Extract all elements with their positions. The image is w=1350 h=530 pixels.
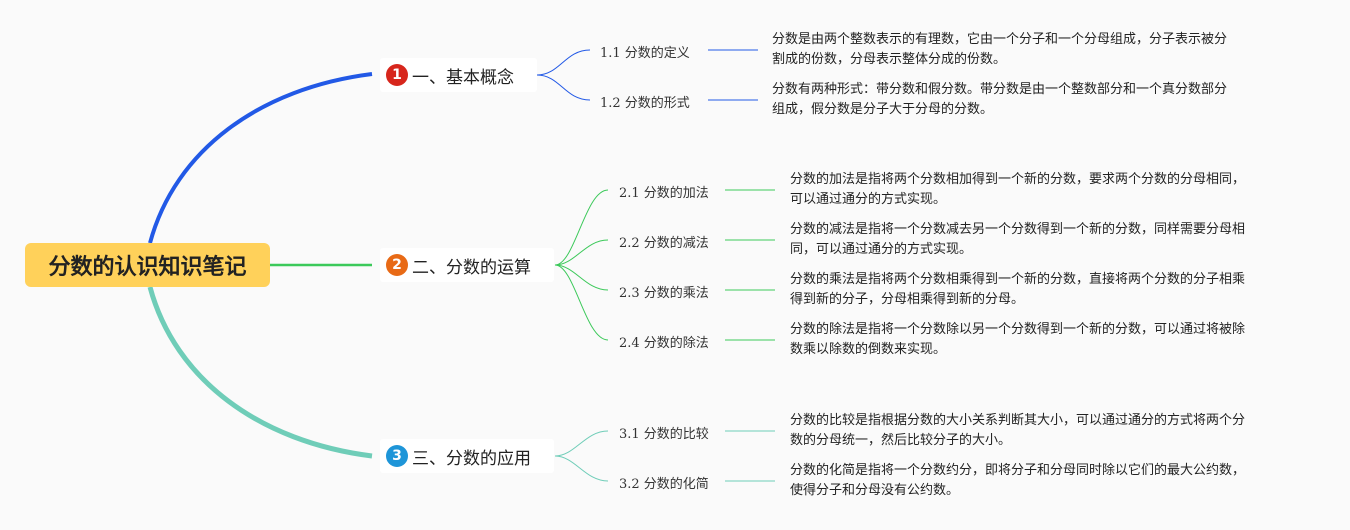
description-2-3[interactable]: 分数的乘法是指将两个分数相乘得到一个新的分数，直接将两个分数的分子相乘 得到新的… [790, 272, 1246, 307]
connector-root-branch3 [147, 286, 373, 459]
description-2-4[interactable]: 分数的除法是指将一个分数除以另一个分数得到一个新的分数，可以通过将被除 数乘以除… [790, 322, 1246, 357]
branch-label: 一、基本概念 [412, 67, 514, 88]
subtopic-2-1[interactable]: 2.1 分数的加法 [619, 186, 709, 201]
branch-basic-concepts[interactable]: 1 一、基本概念 [380, 58, 537, 92]
branch-applications[interactable]: 3 三、分数的应用 [380, 439, 554, 473]
number-badge-icon: 1 [386, 64, 408, 86]
connector-b2-c1 [554, 189, 609, 266]
subtopic-2-3[interactable]: 2.3 分数的乘法 [619, 286, 709, 301]
subtopic-3-1[interactable]: 3.1 分数的比较 [619, 427, 709, 442]
branch-operations[interactable]: 2 二、分数的运算 [380, 248, 554, 282]
subtopic-1-1[interactable]: 1.1 分数的定义 [600, 46, 690, 61]
root-title: 分数的认识知识笔记 [48, 255, 247, 280]
connector-b2-c2 [554, 239, 609, 266]
connector-b2-c3 [554, 264, 609, 291]
branch-label: 三、分数的应用 [412, 448, 531, 469]
number-badge-icon: 3 [386, 445, 408, 467]
connector-b1-c1 [536, 49, 591, 76]
subtopic-2-2[interactable]: 2.2 分数的减法 [619, 236, 709, 251]
description-1-1[interactable]: 分数是由两个整数表示的有理数，它由一个分子和一个分母组成，分子表示被分 割成的份… [772, 32, 1228, 67]
subtopic-2-4[interactable]: 2.4 分数的除法 [619, 336, 709, 351]
description-2-2[interactable]: 分数的减法是指将一个分数减去另一个分数得到一个新的分数，同样需要分母相 同，可以… [790, 222, 1246, 257]
connector-b1-c2 [536, 74, 591, 101]
subtopic-3-2[interactable]: 3.2 分数的化简 [619, 477, 709, 492]
connector-b2-c4 [554, 264, 609, 341]
root-topic[interactable]: 分数的认识知识笔记 [25, 243, 270, 287]
description-3-2[interactable]: 分数的化简是指将一个分数约分，即将分子和分母同时除以它们的最大公约数， 使得分子… [790, 463, 1246, 498]
description-2-1[interactable]: 分数的加法是指将两个分数相加得到一个新的分数，要求两个分数的分母相同， 可以通过… [790, 172, 1246, 207]
subtopic-1-2[interactable]: 1.2 分数的形式 [600, 96, 690, 111]
description-1-2[interactable]: 分数有两种形式：带分数和假分数。带分数是由一个整数部分和一个真分数部分 组成，假… [772, 82, 1228, 117]
connector-root-branch1 [148, 72, 373, 244]
description-3-1[interactable]: 分数的比较是指根据分数的大小关系判断其大小，可以通过通分的方式将两个分 数的分母… [790, 413, 1246, 448]
number-badge-icon: 2 [386, 254, 408, 276]
connector-b3-c2 [554, 455, 609, 482]
connector-b3-c1 [554, 430, 609, 457]
branch-label: 二、分数的运算 [412, 257, 531, 278]
